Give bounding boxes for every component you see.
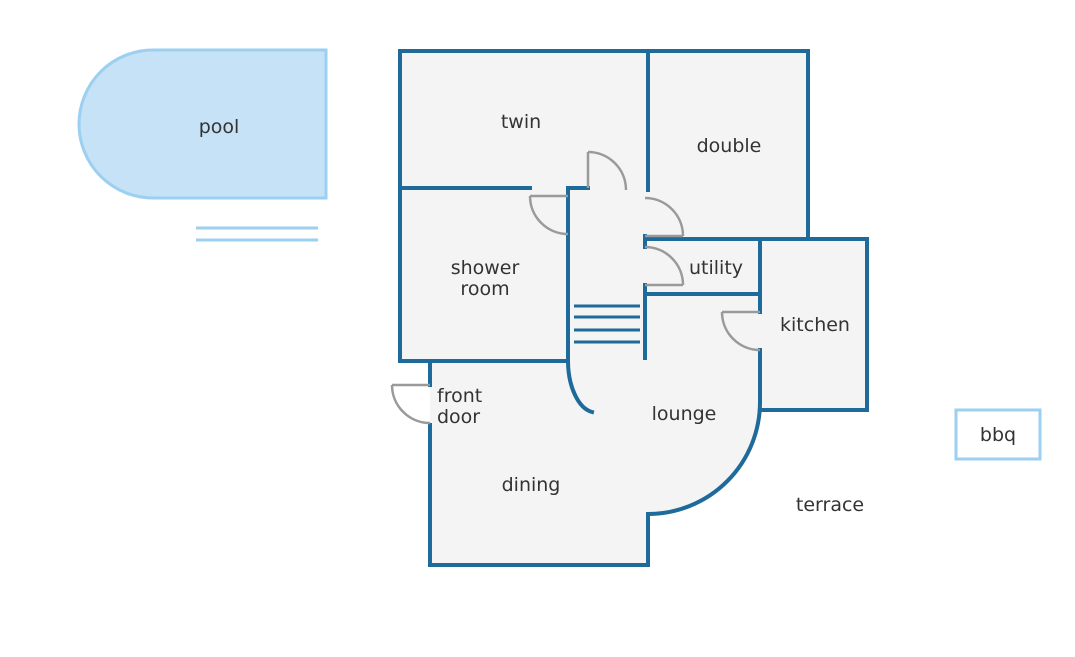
lounge-curve-fill	[648, 402, 760, 514]
kitchen-label: kitchen	[780, 314, 850, 336]
floor-fills	[400, 51, 867, 565]
double-label: double	[697, 135, 762, 157]
stairs	[574, 304, 640, 344]
front-door-label-line1: front	[437, 385, 482, 407]
doors	[390, 150, 761, 425]
shower-room-label-line1: shower	[451, 257, 520, 279]
bbq-box	[954, 408, 1042, 461]
bbq-label: bbq	[980, 424, 1016, 446]
twin-label: twin	[501, 111, 541, 133]
terrace-corner-blank	[648, 514, 760, 566]
walls	[398, 49, 869, 567]
lounge-label: lounge	[652, 403, 717, 425]
front-door-label-line2: door	[437, 406, 480, 428]
utility-label: utility	[689, 257, 743, 279]
pool-label: pool	[199, 116, 240, 138]
terrace-label: terrace	[796, 494, 864, 516]
shower-room-label-line2: room	[460, 278, 509, 300]
dining-label: dining	[502, 474, 561, 496]
pool-shape	[77, 48, 328, 200]
